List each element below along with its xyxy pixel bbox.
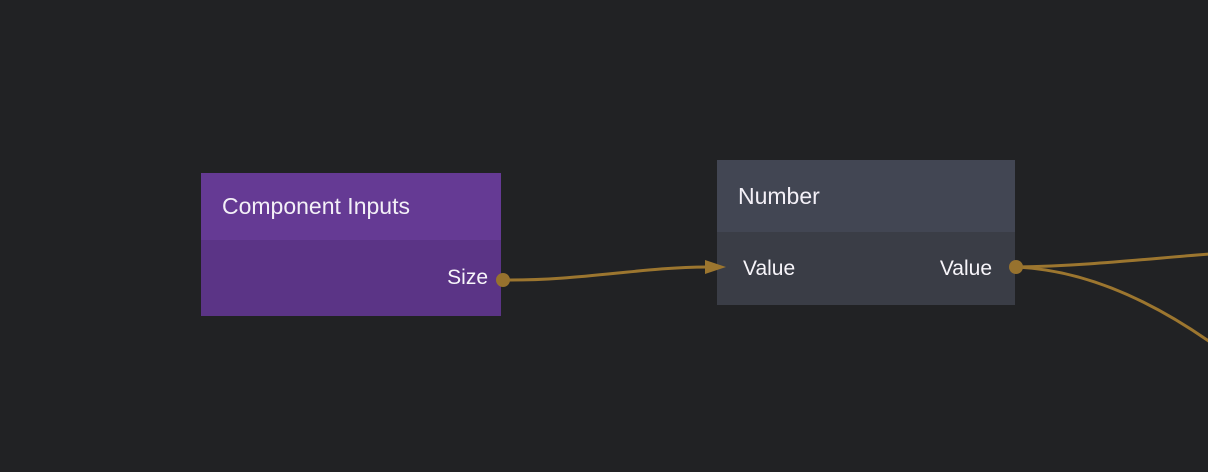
input-port-label-value: Value: [743, 256, 796, 280]
node-component-inputs[interactable]: Component Inputs Size: [201, 173, 501, 316]
node-number-body: Value Value: [717, 232, 1015, 305]
node-component-inputs-body: Size: [201, 240, 501, 316]
wire-size-to-value[interactable]: [501, 265, 709, 282]
node-component-inputs-header[interactable]: Component Inputs: [201, 173, 501, 240]
node-number-header[interactable]: Number: [717, 160, 1015, 232]
wire-value-out-lower[interactable]: [1014, 265, 1208, 343]
wire-value-out-upper[interactable]: [1014, 252, 1208, 269]
node-title: Number: [738, 182, 820, 209]
output-port-label-size: Size: [447, 266, 488, 289]
node-title: Component Inputs: [222, 193, 410, 219]
output-port-label-value: Value: [939, 256, 992, 280]
node-number[interactable]: Number Value Value: [717, 160, 1015, 305]
